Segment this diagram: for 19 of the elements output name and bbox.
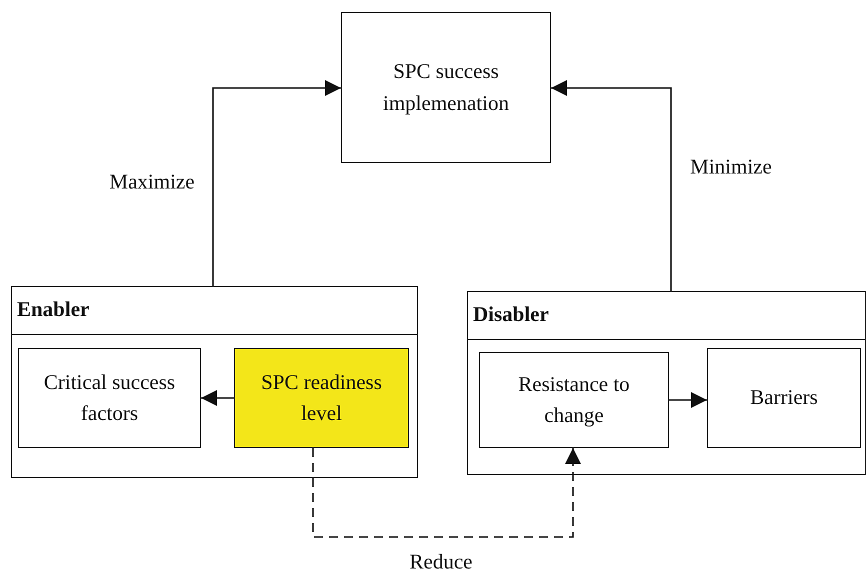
process-box: [479, 352, 669, 448]
node-label: Resistance to change: [517, 370, 631, 429]
node-label: SPC success implemenation: [382, 58, 510, 116]
highlighted-box: [234, 348, 409, 448]
group-panel: [11, 286, 418, 478]
dashed-arrow: [312, 448, 581, 538]
process-box: [341, 12, 551, 163]
process-box: [707, 348, 861, 448]
node-label: Critical success factors: [42, 368, 176, 427]
group-heading: Disabler: [473, 302, 549, 327]
arrow: [212, 80, 341, 286]
arrow: [201, 390, 234, 406]
arrow: [669, 392, 707, 408]
group-panel: [467, 291, 866, 475]
process-box: [18, 348, 201, 448]
arrow: [551, 80, 672, 291]
group-heading: Enabler: [17, 297, 90, 322]
node-label: Barriers: [750, 384, 818, 412]
node-label: SPC readiness level: [260, 368, 383, 427]
